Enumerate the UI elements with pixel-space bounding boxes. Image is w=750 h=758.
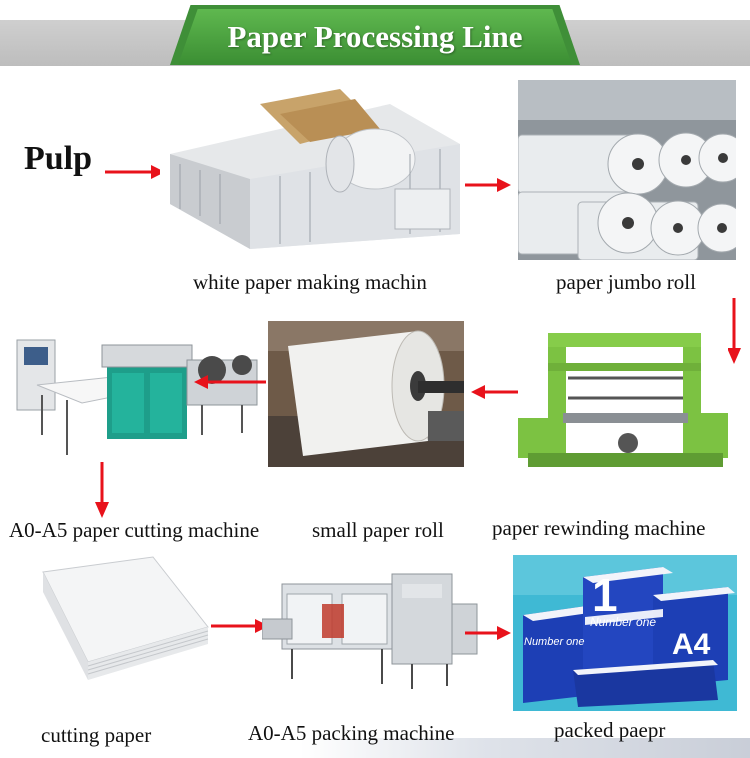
box-big-digit: 1 [592,569,618,621]
cutting-machine-image [12,325,264,460]
label-pulp: Pulp [24,140,93,177]
arrow-right-icon [105,164,165,180]
arrow-down-icon [94,462,110,518]
small-roll-image [268,321,464,467]
rewinding-machine-image [518,318,728,483]
jumbo-roll-image [518,80,736,260]
label-packed-paper: packed paepr [554,718,666,742]
arrow-left-icon [194,374,266,390]
packed-paper-image [513,555,737,711]
label-paper-making-machine: white paper making machin [193,270,427,294]
label-cutting-machine: A0-A5 paper cutting machine [9,518,260,542]
label-cutting-paper: cutting paper [41,723,152,747]
cutting-paper-image [33,552,211,682]
arrow-right-icon [211,618,269,634]
page-title: Paper Processing Line [227,19,523,54]
label-packing-machine: A0-A5 packing machine [248,721,455,745]
paper-making-machine-image [160,84,465,254]
arrow-right-icon [465,625,511,641]
label-jumbo-roll: paper jumbo roll [556,270,696,294]
packing-machine-image [262,564,480,696]
label-small-roll: small paper roll [312,518,444,542]
label-rewinding-machine: paper rewinding machine [492,516,706,540]
banner-tab-inner [178,9,572,65]
box-number-one: Number one [524,636,585,648]
box-size: A4 [672,628,711,661]
arrow-down-icon [726,298,742,364]
arrow-right-icon [465,177,511,193]
box-number-one: Number one [590,615,657,629]
bottom-strip [300,738,750,758]
